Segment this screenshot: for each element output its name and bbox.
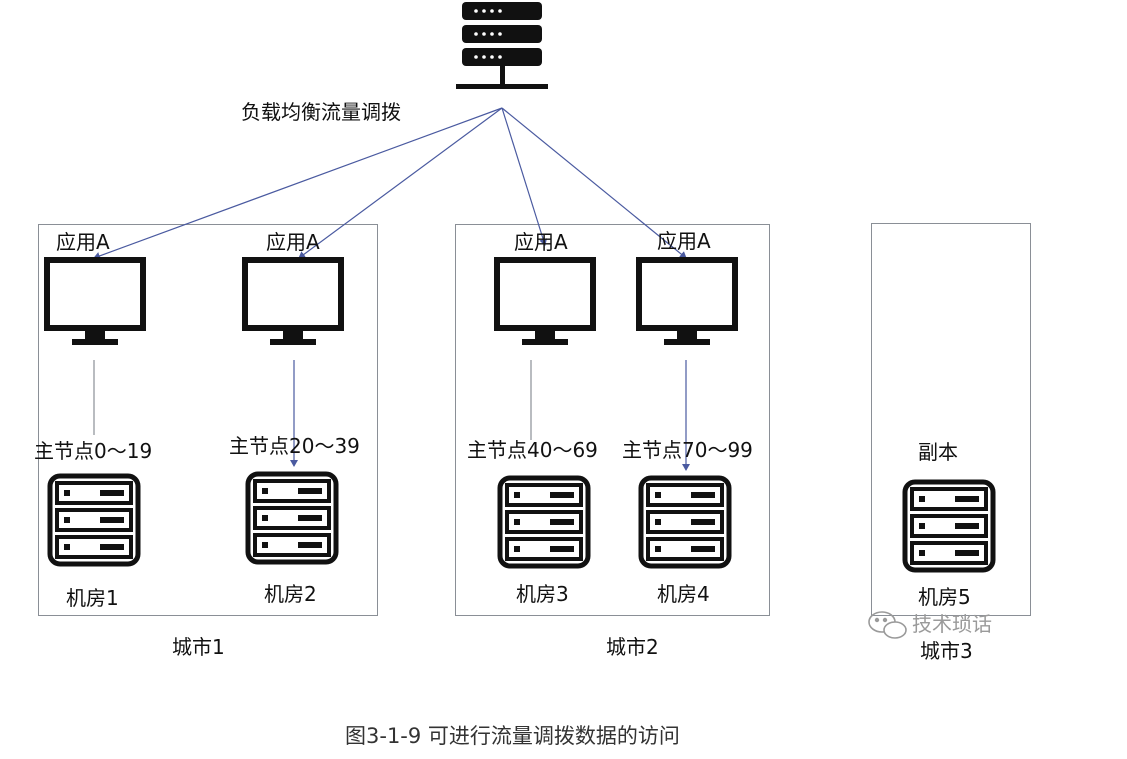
figure-caption: 图3-1-9 可进行流量调拨数据的访问 (345, 724, 680, 748)
city-label: 城市3 (920, 639, 973, 663)
room-label: 机房4 (657, 582, 710, 606)
database-server-icon (245, 471, 339, 565)
lb-to-app-3-connector (501, 107, 548, 246)
app-label: 应用A (56, 230, 110, 254)
load-balancer-label: 负载均衡流量调拨 (241, 100, 401, 124)
city-label: 城市2 (606, 635, 659, 659)
node-label: 主节点20～39 (229, 434, 360, 458)
lb-to-app-2-connector (298, 107, 503, 259)
app-label: 应用A (266, 230, 320, 254)
node-label: 主节点40～69 (467, 438, 598, 462)
city-label: 城市1 (172, 635, 225, 659)
monitor-icon (636, 257, 738, 345)
monitor-icon (44, 257, 146, 345)
database-server-icon (638, 475, 732, 569)
city-2-box (455, 224, 770, 616)
wechat-icon (868, 611, 907, 639)
city-3-box (871, 223, 1031, 616)
database-server-icon (902, 479, 996, 573)
room-label: 机房3 (516, 582, 569, 606)
watermark-text: 技术琐话 (912, 612, 992, 636)
city-1-box (38, 224, 378, 616)
room-label: 机房2 (264, 582, 317, 606)
app-label: 应用A (657, 229, 711, 253)
replica-label: 副本 (918, 440, 958, 464)
monitor-icon (494, 257, 596, 345)
database-server-icon (497, 475, 591, 569)
node-label: 主节点70～99 (622, 438, 753, 462)
lb-to-app-1-connector (93, 107, 503, 260)
app-label: 应用A (514, 230, 568, 254)
node-label: 主节点0～19 (34, 439, 153, 463)
room-label: 机房5 (918, 585, 971, 609)
monitor-icon (242, 257, 344, 345)
room-label: 机房1 (66, 586, 119, 610)
database-server-icon (47, 473, 141, 567)
load-balancer-server-icon (456, 2, 548, 89)
lb-to-app-4-connector (501, 107, 687, 259)
